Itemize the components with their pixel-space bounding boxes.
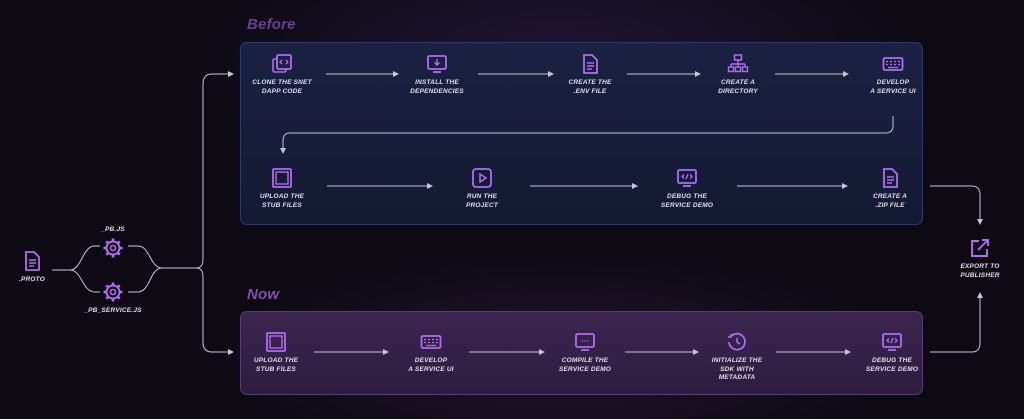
step-compile-demo: COMPILE THE SERVICE DEMO <box>530 331 640 374</box>
step-initialize-sdk-line-1: INITIALIZE THE <box>711 357 763 364</box>
proto-node: .PROTO <box>0 250 87 285</box>
export-label-line-1: EXPORT TO <box>960 263 1000 270</box>
step-run-project-line-2: PROJECT <box>465 201 499 209</box>
step-create-zip: CREATE A .ZIP FILE <box>835 167 945 210</box>
pbjs-node: _PB.JS <box>58 226 168 263</box>
step-develop-ui-now-line-2: A SERVICE UI <box>408 365 454 373</box>
step-create-zip-line-1: CREATE A <box>872 193 908 200</box>
now-to-export-line <box>930 292 983 353</box>
step-debug-before-line-2: SERVICE DEMO <box>660 201 714 209</box>
file-icon <box>583 54 598 74</box>
branch-to-now-line <box>195 267 234 355</box>
step-develop-ui: DEVELOP A SERVICE UI <box>838 53 948 96</box>
upload-stub-icon <box>266 332 286 352</box>
step-develop-ui-now: DEVELOP A SERVICE UI <box>376 331 486 374</box>
step-develop-ui-now-line-1: DEVELOP <box>414 357 448 364</box>
step-debug-before-line-1: DEBUG THE <box>666 193 708 200</box>
step-upload-stub-before: UPLOAD THE STUB FILES <box>227 167 337 210</box>
directory-icon <box>727 54 749 73</box>
step-upload-stub-now-line-1: UPLOAD THE <box>253 357 299 364</box>
download-monitor-icon <box>427 55 447 73</box>
before-title: Before <box>247 16 296 33</box>
step-create-directory-line-2: DIRECTORY <box>718 87 758 95</box>
step-install-dependencies: INSTALL THE DEPENDENCIES <box>382 53 492 96</box>
now-panel <box>240 311 923 395</box>
keyboard-icon <box>882 57 904 71</box>
step-create-directory: CREATE A DIRECTORY <box>683 53 793 96</box>
proto-to-pbservice-line <box>52 269 100 293</box>
before-wrap-arrow <box>280 116 894 154</box>
before-to-export-line <box>930 185 983 225</box>
export-label-line-2: PUBLISHER <box>960 271 1000 279</box>
pbjs-label: _PB.JS <box>101 226 125 233</box>
step-clone-code: CLONE THE SNET DAPP CODE <box>227 53 337 96</box>
step-upload-stub-before-line-2: STUB FILES <box>262 201 302 209</box>
step-upload-stub-now-line-2: STUB FILES <box>256 365 296 373</box>
gear-icon <box>103 238 123 257</box>
compile-monitor-icon <box>575 333 595 351</box>
play-icon <box>472 168 492 188</box>
step-clone-code-line-1: CLONE THE SNET <box>252 79 312 86</box>
step-initialize-sdk-line-3: METADATA <box>718 374 756 381</box>
step-install-dependencies-line-1: INSTALL THE <box>415 79 459 86</box>
keyboard-icon <box>420 335 442 349</box>
step-create-env-line-1: CREATE THE <box>568 79 612 86</box>
code-window-icon <box>272 54 292 73</box>
step-create-zip-line-2: .ZIP FILE <box>875 201 905 209</box>
step-debug-before: DEBUG THE SERVICE DEMO <box>632 167 742 210</box>
step-install-dependencies-line-2: DEPENDENCIES <box>410 87 464 95</box>
step-upload-stub-now: UPLOAD THE STUB FILES <box>221 331 331 374</box>
step-debug-now: DEBUG THE SERVICE DEMO <box>837 331 947 374</box>
export-node: EXPORT TO PUBLISHER <box>925 237 1024 280</box>
step-create-env: CREATE THE .ENV FILE <box>535 53 645 96</box>
step-develop-ui-line-1: DEVELOP <box>876 79 910 86</box>
step-upload-stub-before-line-1: UPLOAD THE <box>259 193 305 200</box>
code-monitor-icon <box>677 169 697 187</box>
now-title: Now <box>247 286 280 303</box>
step-debug-now-line-2: SERVICE DEMO <box>865 365 919 373</box>
gear-icon <box>103 282 123 302</box>
file-icon <box>25 251 40 271</box>
pbservice-label: _PB_SERVICE.JS <box>84 307 142 314</box>
step-compile-demo-line-1: COMPILE THE <box>561 357 609 364</box>
step-debug-now-line-1: DEBUG THE <box>871 357 913 364</box>
branch-to-before-line <box>195 71 234 269</box>
step-develop-ui-line-2: A SERVICE UI <box>870 87 916 95</box>
pbjs-merge-line <box>128 245 163 269</box>
step-run-project-line-1: RUN THE <box>466 193 498 200</box>
code-monitor-icon <box>882 333 902 351</box>
step-create-directory-line-1: CREATE A <box>720 79 756 86</box>
file-icon <box>883 168 898 188</box>
clock-icon <box>728 332 746 351</box>
proto-label: .PROTO <box>18 276 45 283</box>
pbservice-merge-line <box>128 267 163 293</box>
export-icon <box>971 239 989 257</box>
upload-stub-icon <box>272 168 292 188</box>
pbservice-node: _PB_SERVICE.JS <box>58 281 168 316</box>
step-compile-demo-line-2: SERVICE DEMO <box>558 365 612 373</box>
step-initialize-sdk: INITIALIZE THE SDK WITH METADATA <box>682 331 792 383</box>
step-run-project: RUN THE PROJECT <box>427 167 537 210</box>
step-create-env-line-2: .ENV FILE <box>573 87 607 95</box>
step-initialize-sdk-line-2: SDK WITH <box>720 365 754 373</box>
step-clone-code-line-2: DAPP CODE <box>261 87 303 95</box>
